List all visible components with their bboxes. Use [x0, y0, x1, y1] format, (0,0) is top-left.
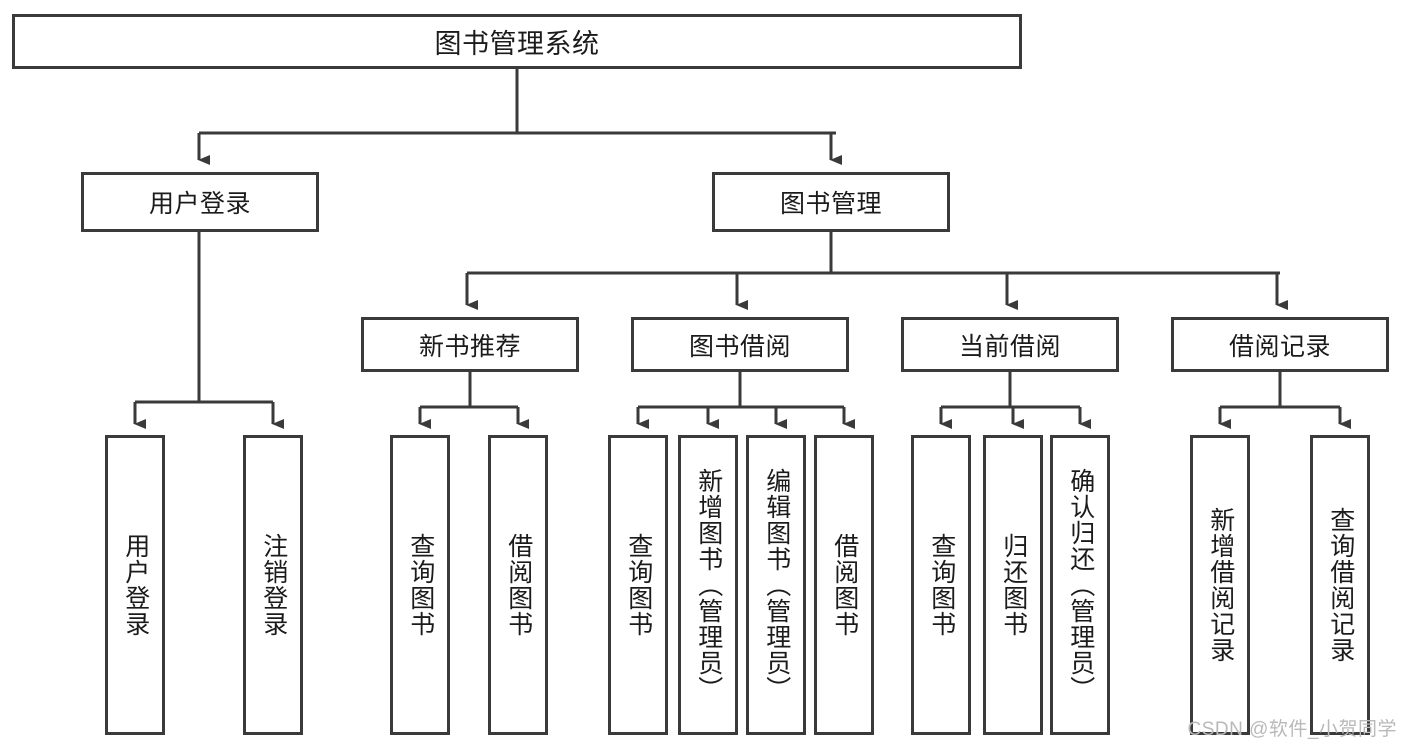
node-user-login[interactable]: 用户登录	[81, 172, 319, 232]
node-new-book-recommend[interactable]: 新书推荐	[361, 317, 579, 372]
node-leaf-return-book[interactable]: 归还图书	[983, 435, 1043, 735]
node-leaf-return-book-label: 归还图书	[999, 533, 1028, 637]
node-leaf-query-book-1-label: 查询图书	[406, 533, 435, 637]
node-leaf-query-book-2[interactable]: 查询图书	[608, 435, 668, 735]
node-leaf-borrow-book-2[interactable]: 借阅图书	[814, 435, 874, 735]
node-current-borrow[interactable]: 当前借阅	[901, 317, 1119, 372]
node-leaf-borrow-book-2-label: 借阅图书	[830, 533, 859, 637]
node-root-label: 图书管理系统	[434, 29, 600, 59]
node-leaf-add-book[interactable]: 新增图书（管理员）	[678, 435, 738, 735]
node-leaf-query-book-2-label: 查询图书	[624, 533, 653, 637]
node-leaf-borrow-book-1-label: 借阅图书	[504, 533, 533, 637]
watermark-text: CSDN @软件_小贺同学	[1187, 719, 1397, 740]
node-leaf-user-login-label: 用户登录	[121, 533, 150, 637]
node-leaf-query-record-label: 查询借阅记录	[1326, 507, 1355, 663]
node-user-login-label: 用户登录	[148, 190, 251, 218]
node-current-borrow-label: 当前借阅	[958, 332, 1061, 361]
node-book-manage-label: 图书管理	[779, 190, 882, 218]
node-leaf-query-book-1[interactable]: 查询图书	[390, 435, 450, 735]
node-book-manage[interactable]: 图书管理	[712, 172, 950, 232]
node-new-book-recommend-label: 新书推荐	[418, 332, 521, 361]
node-leaf-confirm-return-label: 确认归还（管理员）	[1066, 468, 1095, 702]
node-leaf-confirm-return[interactable]: 确认归还（管理员）	[1050, 435, 1110, 735]
node-borrow-record[interactable]: 借阅记录	[1171, 317, 1389, 372]
node-leaf-edit-book[interactable]: 编辑图书（管理员）	[746, 435, 806, 735]
node-leaf-borrow-book-1[interactable]: 借阅图书	[488, 435, 548, 735]
node-borrow-record-label: 借阅记录	[1228, 332, 1331, 361]
node-book-borrow[interactable]: 图书借阅	[631, 317, 849, 372]
node-leaf-user-logout-label: 注销登录	[259, 533, 288, 637]
node-leaf-add-book-label: 新增图书（管理员）	[694, 468, 723, 702]
node-leaf-query-book-3[interactable]: 查询图书	[911, 435, 971, 735]
node-leaf-user-logout[interactable]: 注销登录	[243, 435, 303, 735]
node-leaf-query-record[interactable]: 查询借阅记录	[1310, 435, 1370, 735]
node-book-borrow-label: 图书借阅	[688, 332, 791, 361]
node-leaf-add-record-label: 新增借阅记录	[1206, 507, 1235, 663]
node-leaf-edit-book-label: 编辑图书（管理员）	[762, 468, 791, 702]
node-leaf-add-record[interactable]: 新增借阅记录	[1190, 435, 1250, 735]
node-leaf-user-login[interactable]: 用户登录	[105, 435, 165, 735]
node-leaf-query-book-3-label: 查询图书	[927, 533, 956, 637]
node-root[interactable]: 图书管理系统	[12, 14, 1022, 69]
